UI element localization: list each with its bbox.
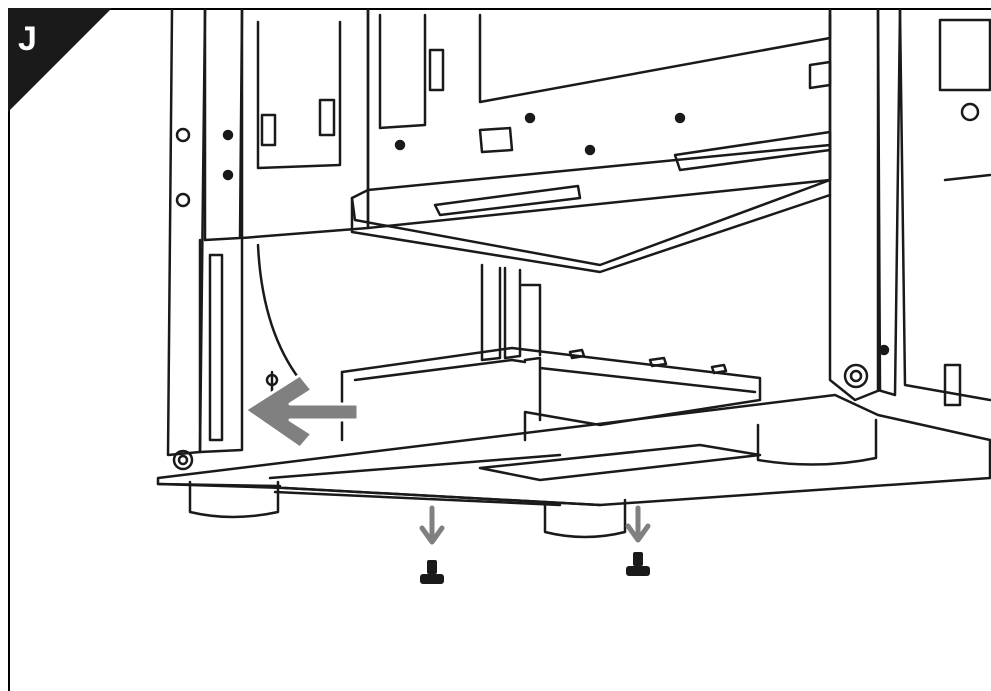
screw-right	[626, 552, 650, 576]
foot-front-center	[543, 498, 627, 539]
panel-frame	[8, 8, 991, 691]
screw-down-arrow-left	[419, 505, 445, 545]
case-drawing	[156, 8, 991, 539]
step-badge	[8, 8, 112, 112]
screw-down-arrow-right	[625, 505, 651, 543]
left-pillar-inner	[203, 8, 244, 242]
upper-center-panel	[366, 8, 832, 230]
left-pillar	[166, 8, 207, 457]
foot-front-left	[188, 480, 280, 519]
left-inner-rail	[198, 236, 244, 454]
right-pillar	[828, 8, 882, 402]
foot-back-right	[756, 418, 878, 466]
shelf-riser	[480, 263, 502, 362]
drive-cage	[340, 346, 762, 442]
step-label: J	[18, 20, 37, 58]
screw-left	[420, 560, 444, 584]
slide-left-arrow	[243, 373, 360, 450]
